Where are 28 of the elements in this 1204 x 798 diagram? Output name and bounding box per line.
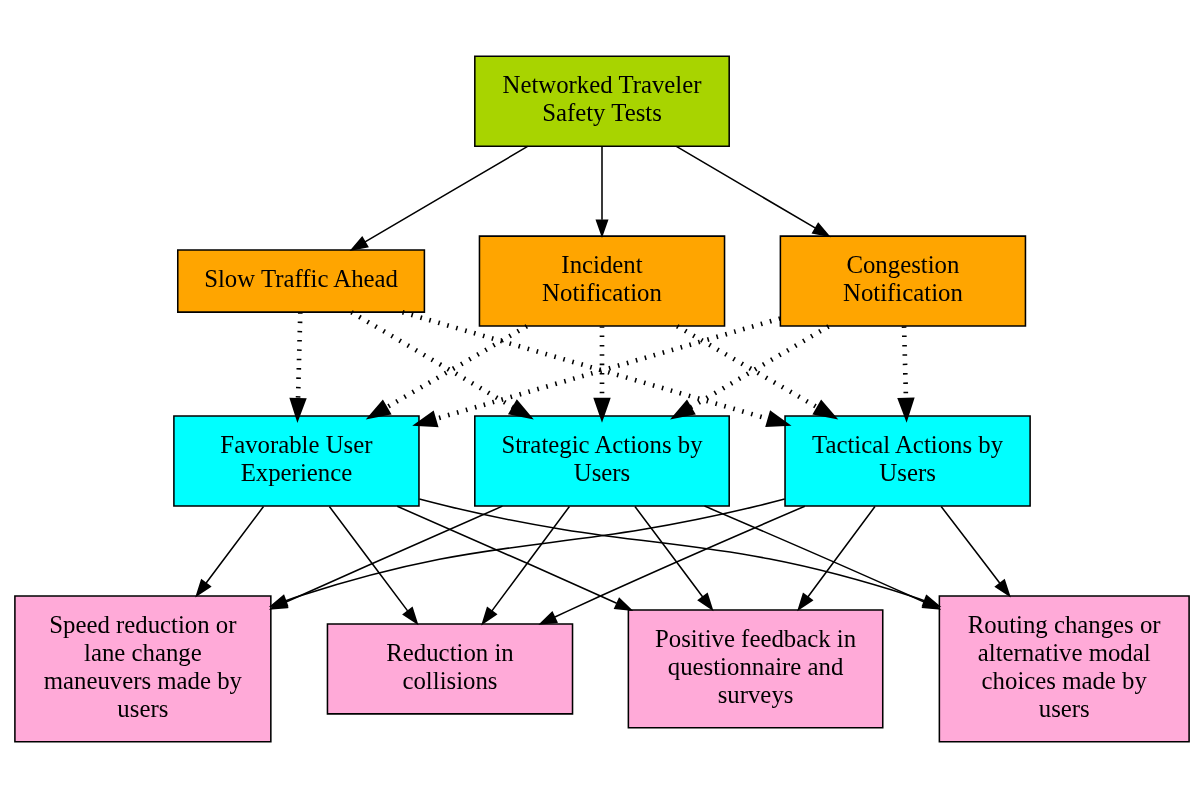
- arrow: [328, 505, 419, 626]
- arrow: [593, 326, 611, 423]
- node-box: Networked Traveler Safety Tests: [474, 55, 730, 147]
- node-box: Strategic Actions by Users: [474, 415, 730, 507]
- arrow: [595, 145, 609, 239]
- arrow: [797, 505, 876, 612]
- node-box: Slow Traffic Ahead: [177, 249, 426, 313]
- arrow: [634, 505, 714, 612]
- node-box: Congestion Notification: [779, 235, 1027, 327]
- arrow: [481, 505, 571, 626]
- node-box: Positive feedback in questionnaire and surveys: [627, 609, 884, 729]
- node-box: Incident Notification: [478, 235, 726, 327]
- arrow: [365, 324, 529, 420]
- arrow: [940, 505, 1011, 598]
- arrow: [268, 498, 786, 607]
- node-box: Reduction in collisions: [326, 623, 574, 715]
- arrow: [350, 310, 534, 420]
- node-box: Speed reduction or lane change maneuvers made by users: [14, 595, 272, 743]
- arrow: [289, 312, 307, 423]
- arrow: [538, 505, 806, 625]
- arrow: [897, 326, 915, 423]
- node-box: Tactical Actions by Users: [784, 415, 1031, 507]
- arrow: [396, 505, 634, 611]
- arrow: [349, 145, 529, 252]
- node-box: Favorable User Experience: [173, 415, 420, 507]
- arrow: [195, 505, 265, 598]
- node-box: Routing changes or alternative modal choices made by users: [938, 595, 1190, 743]
- arrow: [675, 145, 831, 238]
